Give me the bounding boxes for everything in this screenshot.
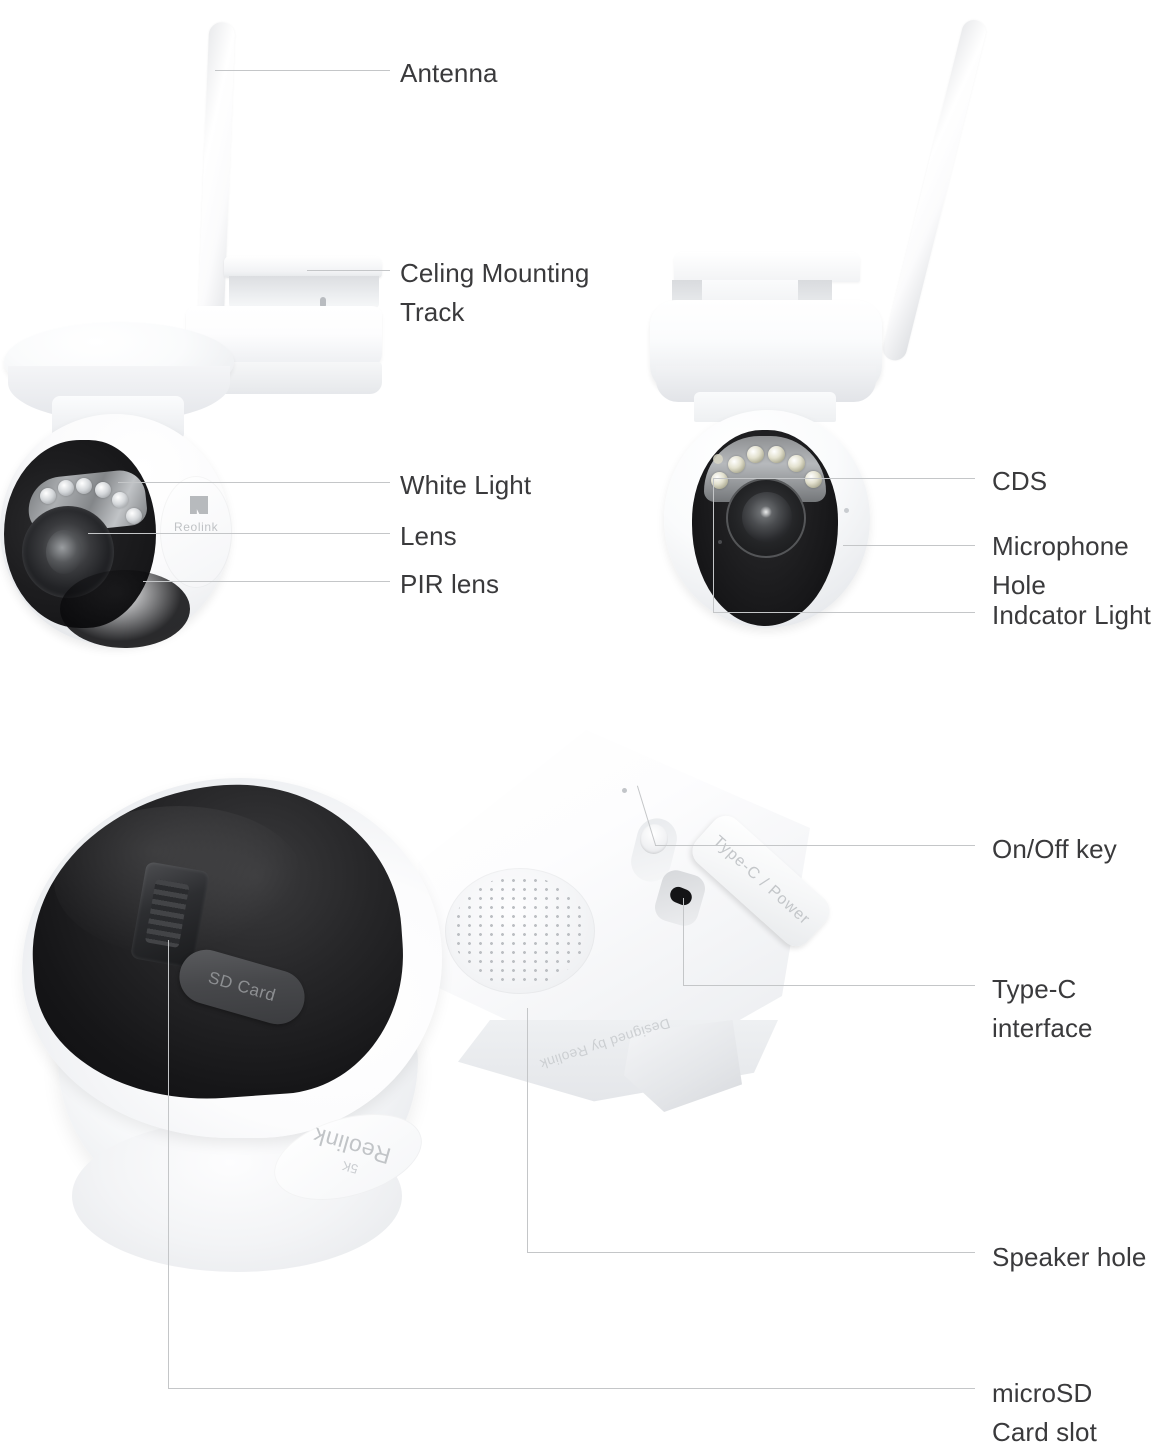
leader-line-microsd-card-slot [168,1388,975,1389]
cds-sensor [713,454,723,464]
brand-text: Reolink [174,520,219,534]
white-light-led [40,488,56,504]
speaker-hole-part [445,868,595,994]
label-cds: CDS [992,466,1048,496]
leader-line-cds-riser [713,478,714,612]
lens-glint [760,506,772,518]
leader-line-on-off-key [655,845,975,846]
label-pir-lens: PIR lens [400,569,500,599]
bracket-screw [320,297,326,308]
ceiling-mounting-track-top [674,252,860,282]
label-antenna: Antenna [400,58,498,88]
speaker-grille-dots [453,876,587,986]
label-lens: Lens [400,521,457,551]
white-light-led [788,455,805,472]
label-speaker-hole: Speaker hole [992,1242,1147,1272]
leader-line-speaker-hole [527,1252,975,1253]
pir-lens-part [60,570,190,648]
white-light-led [112,492,128,508]
white-light-led [768,446,785,463]
sd-card-flap-label: SD Card [206,967,279,1006]
white-light-led [711,472,728,489]
white-light-led [95,482,111,498]
leader-line-ceiling-mounting-track [307,270,390,271]
white-light-led [76,478,92,494]
reolink-logo-icon [190,496,208,514]
leader-line-type-c-interface [683,985,975,986]
leader-line-white-light [118,482,390,483]
label-type-c-interface: Type-C interface [992,974,1093,1043]
white-light-led [805,471,822,488]
label-microsd-card-slot: microSD Card slot [992,1378,1097,1447]
leader-line-antenna [215,70,390,71]
label-white-light: White Light [400,470,532,500]
antenna-part [880,17,989,363]
leader-line-type-c-riser [683,898,684,985]
leader-line-speaker-hole-riser [527,1008,528,1252]
camera-front-view [650,17,989,650]
reset-pinhole [622,788,627,793]
white-light-led [126,508,142,524]
leader-line-pir-lens [143,581,390,582]
ceiling-mounting-track-top [224,256,382,278]
label-ceiling-mounting-track: Celing Mounting Track [400,258,590,327]
label-indicator-light: Indcator Light [992,600,1151,630]
label-on-off-key: On/Off key [992,834,1117,864]
camera-bottom-view: Type-C / Power Designed by Reolink SD Ca… [10,720,850,1330]
brand-badge [160,476,232,588]
leader-line-indicator-light [713,612,975,613]
lens-element [46,530,82,574]
indicator-light-part [718,540,722,544]
white-light-led [58,480,74,496]
leader-line-microsd-riser [168,940,169,1388]
leader-line-cds [713,478,975,479]
leader-line-lens [88,533,390,534]
microphone-hole-part [844,508,849,513]
label-microphone-hole: Microphone Hole [992,531,1129,600]
camera-side-view: Reolink [0,10,400,648]
leader-line-microphone-hole [843,545,975,546]
white-light-led [747,446,764,463]
ceiling-mounting-track-channel [229,276,379,308]
white-light-led [728,456,745,473]
